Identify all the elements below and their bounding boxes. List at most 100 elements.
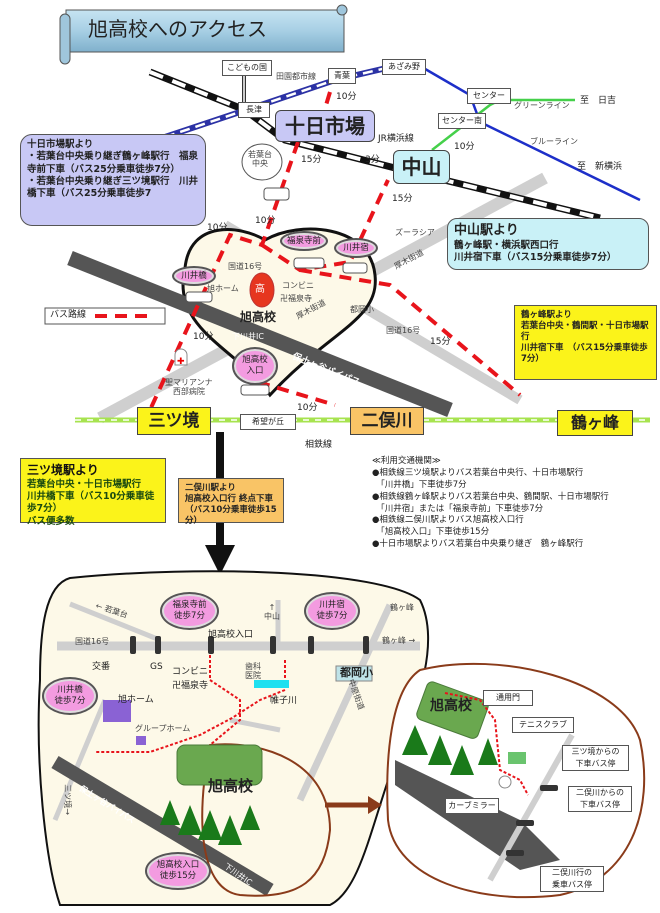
- detail-roads: [52, 600, 420, 821]
- label-shimokawai-ic: 下川井IC: [232, 332, 264, 341]
- info-header: ≪利用交通機関≫: [372, 456, 441, 466]
- stop-kawaijuku: 川井宿: [334, 238, 378, 258]
- school-icon: [249, 272, 275, 308]
- callout-line: 若葉台中央・十日市場駅行: [27, 478, 142, 490]
- callout-line: 川井宿下車（バス15分乗車徒歩7分）: [454, 252, 617, 264]
- detail-fukusenji: 卍福泉寺: [172, 681, 209, 691]
- time-label: 10分: [207, 223, 228, 233]
- hodogaya-bypass: [67, 251, 453, 417]
- callout-futamatagawa: 二俣川駅より 旭高校入口行 終点下車 （バス10分乗車徒歩15分）: [178, 478, 284, 526]
- school-mark: 高: [255, 284, 265, 295]
- detail-tsuokasho: 都岡小: [340, 666, 373, 679]
- callout-line: 旭高校入口行 終点下車: [185, 494, 273, 505]
- callout-tsurugamine: 鶴ヶ峰駅より 若葉台中央・鶴間駅・十日市場駅行 川井宿下車 （バス15分乗車徒歩…: [514, 305, 657, 380]
- stop-asahi-iriguchi: 旭高校 入口: [232, 347, 278, 385]
- callout-line: （バス10分乗車徒歩15分）: [185, 505, 277, 527]
- closeup-tennis: テニスクラブ: [512, 717, 574, 733]
- dest-shinyokohama: 至 新横浜: [577, 162, 623, 172]
- label-jr: JR横浜線: [378, 134, 414, 144]
- label-blue-line: ブルーライン: [530, 137, 578, 146]
- detail-group-home: グループホーム: [135, 724, 191, 733]
- label-route16b: 国道16号: [386, 326, 421, 335]
- time-label: 15分: [301, 155, 322, 165]
- detail-bypass: [51, 755, 274, 897]
- detail-nakayama: ↑ 中山: [264, 603, 280, 622]
- detail-pill-kawaibashi: 川井橋 徒歩7分: [42, 677, 98, 715]
- info-item: 「川井宿」または「福泉寺前」下車徒歩7分: [372, 503, 544, 514]
- svg-text:✚: ✚: [177, 357, 185, 367]
- time-label: 10分: [297, 403, 318, 413]
- label-zoorasia: ズーラシア: [395, 228, 435, 237]
- school-area-outline: [181, 227, 377, 398]
- callout-mitsukyo: 三ツ境駅より 若葉台中央・十日市場駅行 川井橋下車（バス10分乗車徒歩7分） バ…: [20, 458, 166, 527]
- info-item: ●相鉄線鶴ヶ峰駅よりバス若葉台中央、鶴間駅、十日市場駅行: [372, 491, 609, 502]
- callout-line: ・若葉台中央乗り継ぎ鶴ヶ峰駅行 福泉寺前下車（バス25分乗車徒歩7分）: [27, 151, 199, 175]
- callout-title: 三ツ境駅より: [27, 463, 99, 477]
- detail-koban: 交番: [92, 662, 111, 672]
- closeup-stop-from-futamata: 二俣川からの 下車バス停: [568, 786, 632, 812]
- label-konbini: コンビニ: [282, 281, 314, 290]
- callout-nakayama: 中山駅より 鶴ヶ峰駅・横浜駅西口行 川井宿下車（バス15分乗車徒歩7分）: [447, 218, 649, 270]
- detail-konbini: コンビニ: [172, 667, 209, 677]
- hospital-icon: [174, 348, 188, 366]
- closeup-mirror: カーブミラー: [445, 798, 499, 814]
- callout-title: 鶴ヶ峰駅より: [521, 310, 572, 320]
- callout-line: 川井橋下車（バス10分乗車徒歩7分）: [27, 490, 155, 515]
- legend-box: [44, 307, 166, 325]
- time-label: 10分: [255, 216, 276, 226]
- detail-dental: 歯科 医院: [245, 662, 261, 681]
- info-item: ●相鉄線三ツ境駅よりバス若葉台中央行、十日市場駅行: [372, 467, 584, 478]
- label-sotetsu: 相鉄線: [305, 440, 333, 450]
- trees: [160, 800, 260, 845]
- time-label: 10分: [193, 332, 214, 342]
- dest-hiyoshi: 至 日吉: [580, 96, 617, 106]
- detail-pill-kawaijuku: 川井宿 徒歩7分: [304, 592, 360, 630]
- label-hospital: 聖マリアンナ 西部病院: [165, 378, 213, 397]
- stop-kawaibashi: 川井橋: [172, 266, 216, 286]
- callout-line: バス便多数: [27, 515, 75, 527]
- detail-asahi-home: 旭ホーム: [118, 695, 154, 705]
- label-route16: 国道16号: [228, 262, 263, 271]
- detail-school: 旭高校: [208, 777, 254, 795]
- detail-gs: GS: [150, 662, 163, 672]
- detail-asahi-iriguchi: 旭高校入口: [208, 630, 254, 640]
- stop-fukusenji: 福泉寺前: [280, 231, 328, 251]
- time-label: 15分: [392, 194, 413, 204]
- detail-tsurugamine: 鶴ヶ峰 →: [382, 636, 416, 645]
- callout-line: 川井宿下車 （バス15分乗車徒歩7分）: [521, 343, 648, 365]
- station-kibougaoka: 希望が丘: [240, 414, 296, 430]
- station-tokaichiba: 十日市場: [275, 110, 375, 142]
- station-center: センター: [467, 88, 511, 104]
- detail-school-building: [176, 744, 263, 786]
- traffic-light-icons: [130, 636, 558, 856]
- label-school: 旭高校: [240, 310, 277, 324]
- time-label: 10分: [336, 92, 357, 102]
- detail-pill-fukusenji: 福泉寺前 徒歩7分: [160, 592, 219, 630]
- closeup-stop-from-mitsukyo: 三ツ境からの 下車バス停: [562, 745, 629, 771]
- callout-title: 中山駅より: [454, 223, 519, 238]
- bus-stop-icons: [185, 143, 368, 396]
- label-tsuokasho: 都岡小: [350, 305, 374, 314]
- wakabadai-stop: 若葉台 中央: [248, 150, 272, 169]
- callout-tokaichiba: 十日市場駅より ・若葉台中央乗り継ぎ鶴ヶ峰駅行 福泉寺前下車（バス25分乗車徒歩…: [20, 134, 206, 226]
- detail-map-area: [37, 570, 430, 906]
- legend-bus-route: バス路線: [50, 310, 87, 320]
- station-azamino: あざみ野: [382, 59, 426, 75]
- detail-mitsukyo: 三ツ境→: [62, 784, 72, 815]
- detail-tsurugamine: 鶴ヶ峰: [390, 603, 414, 612]
- blue-line: [419, 64, 641, 202]
- time-label: 15分: [430, 337, 451, 347]
- info-item: 「川井橋」下車徒歩7分: [372, 479, 467, 490]
- title-scroll: [59, 4, 348, 65]
- detail-route16: 国道16号: [75, 637, 110, 646]
- callout-line: 若葉台中央・鶴間駅・十日市場駅行: [521, 321, 649, 343]
- page-title: 旭高校へのアクセス: [88, 17, 267, 41]
- closeup-school: 旭高校: [430, 698, 472, 714]
- callout-line: 鶴ヶ峰駅・横浜駅西口行: [454, 239, 559, 251]
- station-kodomonokuni: こどもの国: [222, 60, 272, 76]
- detail-pill-iriguchi: 旭高校入口 徒歩15分: [145, 852, 211, 890]
- callout-line: ・若葉台中央乗り継ぎ三ツ境駅行 川井橋下車（バス25分乗車徒歩7: [27, 176, 199, 200]
- callout-title: 十日市場駅より: [27, 139, 94, 150]
- label-denentoshi: 田園都市線: [276, 72, 316, 81]
